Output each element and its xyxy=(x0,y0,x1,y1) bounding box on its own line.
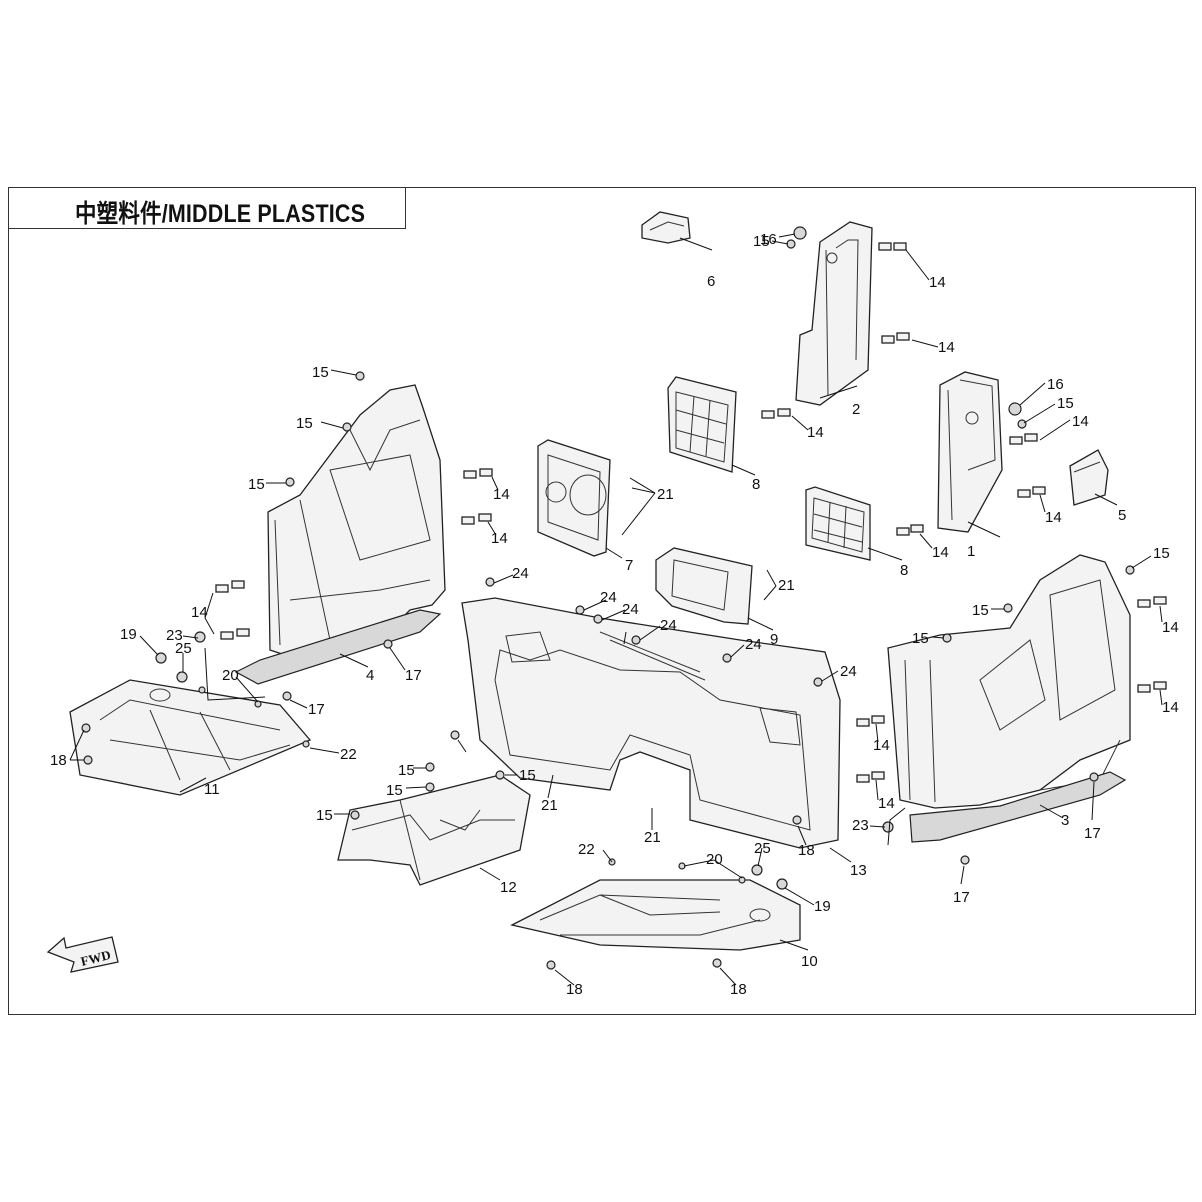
callout-14: 14 xyxy=(932,544,949,561)
callout-22: 22 xyxy=(340,746,357,763)
part-8-grille-lower xyxy=(805,486,871,561)
callout-9: 9 xyxy=(770,631,778,648)
callout-14: 14 xyxy=(878,795,895,812)
callout-15: 15 xyxy=(1057,395,1074,412)
fwd-label: FWD xyxy=(79,947,112,969)
part-13-bulkhead xyxy=(461,597,841,849)
callout-21: 21 xyxy=(644,829,661,846)
part-10-floor-tray xyxy=(510,879,801,951)
callout-15: 15 xyxy=(972,602,989,619)
callout-14: 14 xyxy=(1162,699,1179,716)
callout-15: 15 xyxy=(296,415,313,432)
callout-23: 23 xyxy=(852,817,869,834)
page-title: 中塑料件/MIDDLE PLASTICS xyxy=(75,200,366,228)
callout-23: 23 xyxy=(166,627,183,644)
callout-14: 14 xyxy=(807,424,824,441)
callout-21: 21 xyxy=(657,486,674,503)
callout-3: 3 xyxy=(1061,812,1069,829)
callout-24: 24 xyxy=(600,589,617,606)
callout-4: 4 xyxy=(366,667,374,684)
part-4-foot-rail xyxy=(234,609,442,685)
part-12-tunnel xyxy=(337,774,531,886)
callout-18: 18 xyxy=(730,981,747,998)
part-1-panel xyxy=(937,371,1003,533)
callout-17: 17 xyxy=(405,667,422,684)
callout-14: 14 xyxy=(1072,413,1089,430)
callout-17: 17 xyxy=(308,701,325,718)
callout-14: 14 xyxy=(929,274,946,291)
callout-15: 15 xyxy=(312,364,329,381)
callout-22: 22 xyxy=(578,841,595,858)
title-box xyxy=(8,187,406,229)
callout-15: 15 xyxy=(519,767,536,784)
part-2-panel xyxy=(795,221,873,406)
callout-15: 15 xyxy=(248,476,265,493)
callout-15: 15 xyxy=(912,630,929,647)
callout-14: 14 xyxy=(1162,619,1179,636)
callout-12: 12 xyxy=(500,879,517,896)
callout-7: 7 xyxy=(625,557,633,574)
part-6-cap xyxy=(641,211,691,244)
callout-15: 15 xyxy=(1153,545,1170,562)
callout-14: 14 xyxy=(491,530,508,547)
callout-17: 17 xyxy=(953,889,970,906)
callout-1: 1 xyxy=(967,543,975,560)
part-3-side-panel xyxy=(887,554,1131,809)
callout-18: 18 xyxy=(566,981,583,998)
callout-24: 24 xyxy=(745,636,762,653)
callout-labels: 1 2 3 4 5 6 7 8 8 9 10 11 12 13 14 14 14… xyxy=(50,231,1179,998)
callout-24: 24 xyxy=(660,617,677,634)
callout-21: 21 xyxy=(541,797,558,814)
callout-18: 18 xyxy=(798,842,815,859)
callout-24: 24 xyxy=(512,565,529,582)
callout-20: 20 xyxy=(222,667,239,684)
callout-8-upper: 8 xyxy=(752,476,760,493)
callout-13: 13 xyxy=(850,862,867,879)
callout-15: 15 xyxy=(386,782,403,799)
callout-19: 19 xyxy=(814,898,831,915)
callout-14: 14 xyxy=(873,737,890,754)
callout-16: 16 xyxy=(1047,376,1064,393)
callout-24: 24 xyxy=(840,663,857,680)
callout-25: 25 xyxy=(175,640,192,657)
callout-14: 14 xyxy=(493,486,510,503)
part-7-duct xyxy=(537,439,611,557)
callout-15: 15 xyxy=(398,762,415,779)
callout-14: 14 xyxy=(191,604,208,621)
callout-24: 24 xyxy=(622,601,639,618)
callout-15: 15 xyxy=(753,233,770,250)
diagram-frame xyxy=(8,187,1196,1015)
part-8-grille-upper xyxy=(667,376,737,473)
callout-14: 14 xyxy=(1045,509,1062,526)
callout-19: 19 xyxy=(120,626,137,643)
callout-18: 18 xyxy=(50,752,67,769)
callout-6: 6 xyxy=(707,273,715,290)
callout-20: 20 xyxy=(706,851,723,868)
callout-16: 16 xyxy=(760,231,777,248)
callout-17: 17 xyxy=(1084,825,1101,842)
callout-11: 11 xyxy=(204,781,220,798)
part-11-floor-tray xyxy=(69,679,312,796)
part-9-cover xyxy=(655,547,753,625)
fwd-arrow xyxy=(46,936,119,973)
callout-5: 5 xyxy=(1118,507,1126,524)
leader-lines xyxy=(69,233,1163,986)
part-3-foot-rail xyxy=(909,771,1127,843)
fasteners xyxy=(81,226,1167,970)
callout-2: 2 xyxy=(852,401,860,418)
callout-25: 25 xyxy=(754,840,771,857)
callout-15: 15 xyxy=(316,807,333,824)
callout-14: 14 xyxy=(938,339,955,356)
callout-10: 10 xyxy=(801,953,818,970)
part-5-cap xyxy=(1069,449,1109,506)
callout-8-lower: 8 xyxy=(900,562,908,579)
callout-21: 21 xyxy=(778,577,795,594)
